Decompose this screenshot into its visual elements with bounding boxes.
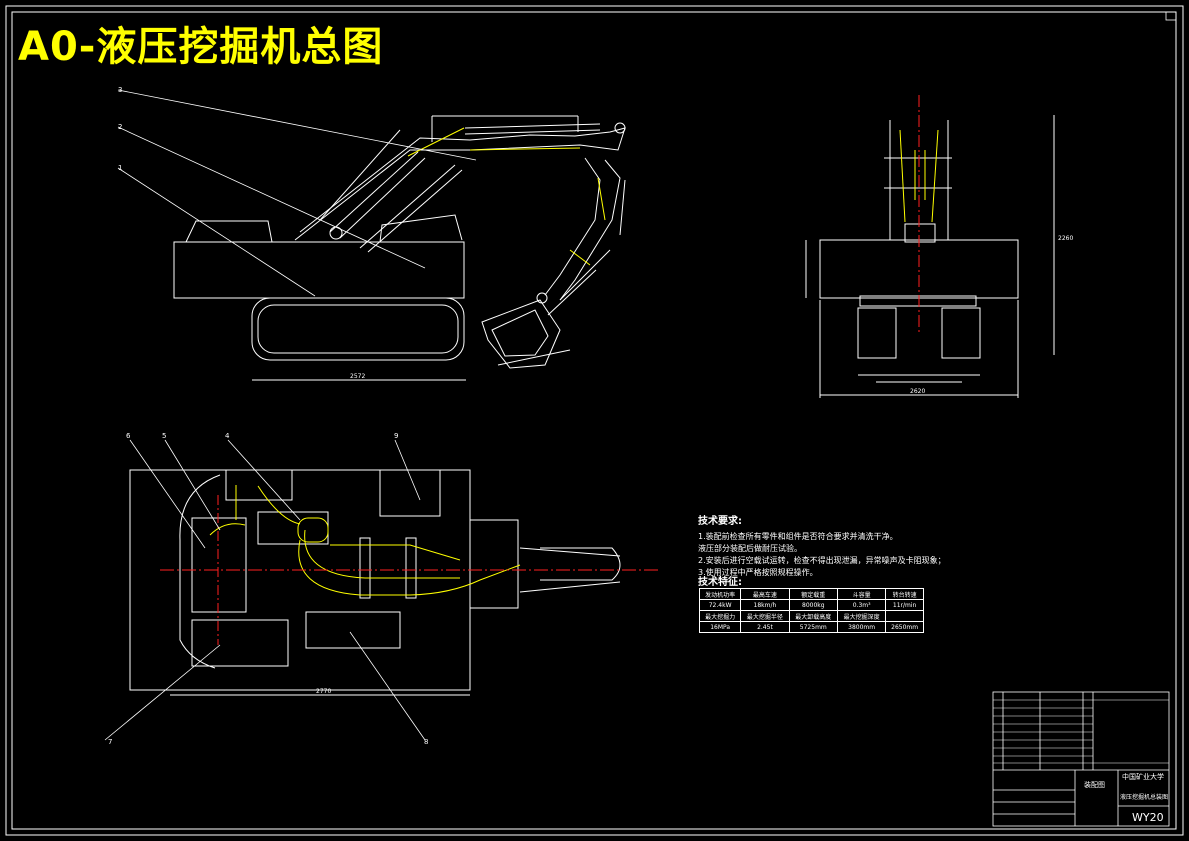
callout-label-5: 5 <box>162 432 166 440</box>
title-block-code: WY20 <box>1132 811 1164 824</box>
table-cell: 最高车速 <box>740 588 790 600</box>
table-cell: 0.3m³ <box>836 599 887 611</box>
callout-label-2: 2 <box>118 123 122 131</box>
requirement-line: 2.安装后进行空载试运转，检查不得出现泄漏，异常噪声及卡阻现象； <box>698 556 946 565</box>
plan-view-hydraulics <box>209 485 521 596</box>
table-cell: 2650mm <box>885 621 924 633</box>
track-length-dimension: 2572 <box>350 373 365 380</box>
table-row: 72.4kW 18km/h 8000kg 0.3m³ 11r/min <box>698 599 924 611</box>
corner-tab <box>1165 11 1177 21</box>
table-cell: 2.45t <box>740 621 790 633</box>
requirement-line: 3.使用过程中严格按照规程操作。 <box>698 568 818 577</box>
table-cell <box>885 610 924 622</box>
callout-label-6: 6 <box>126 432 131 440</box>
side-view-hydraulics <box>407 127 606 266</box>
side-view-leaders <box>117 89 477 297</box>
technical-features: 技术特征: <box>698 573 742 592</box>
table-cell: 11r/min <box>885 599 924 611</box>
callout-label-8: 8 <box>424 738 428 746</box>
table-cell: 3800mm <box>836 621 887 633</box>
callout-label-4: 4 <box>225 432 230 440</box>
plan-width-dimension: 2770 <box>316 688 331 695</box>
table-cell: 最大挖掘半径 <box>740 610 790 622</box>
technical-requirements-heading: 技术要求: <box>698 516 742 527</box>
side-view <box>173 115 626 381</box>
outer-border <box>5 5 1184 836</box>
requirement-line: 1.装配前检查所有零件和组件是否符合要求并清洗干净。 <box>698 532 898 541</box>
title-block-school: 中国矿业大学 <box>1122 773 1164 781</box>
title-block-rows <box>993 699 1169 764</box>
table-cell: 斗容量 <box>836 588 887 600</box>
table-cell: 最大挖掘力 <box>698 610 742 622</box>
table-cell: 最大卸载高度 <box>788 610 838 622</box>
technical-features-heading: 技术特征: <box>698 577 742 588</box>
table-cell: 最大挖掘深度 <box>836 610 887 622</box>
title-block-drawing-name: 装配图 <box>1084 781 1105 789</box>
title-block-part-name: 液压挖掘机总装图 <box>1120 794 1169 801</box>
plan-view <box>129 469 621 696</box>
front-height-dimension: 2260 <box>1058 235 1073 242</box>
inner-border <box>11 11 1177 830</box>
table-cell: 额定载重 <box>788 588 838 600</box>
front-view-hydraulics <box>899 129 939 223</box>
table-cell: 8000kg <box>788 599 838 611</box>
front-view <box>805 115 1055 398</box>
drawing-title: A0-液压挖掘机总图 <box>18 24 384 70</box>
table-cell: 16MPa <box>698 621 742 633</box>
table-cell: 转台转速 <box>885 588 924 600</box>
requirement-line: 液压部分装配后做耐压试验。 <box>698 544 802 553</box>
title-block <box>992 691 1170 827</box>
table-row: 16MPa 2.45t 5725mm 3800mm 2650mm <box>698 621 924 633</box>
table-cell: 5725mm <box>788 621 838 633</box>
callout-label-9: 9 <box>394 432 398 440</box>
table-cell: 72.4kW <box>698 599 742 611</box>
callout-label-7: 7 <box>108 738 112 746</box>
front-width-dimension: 2620 <box>910 388 925 395</box>
table-row: 最大挖掘力 最大挖掘半径 最大卸载高度 最大挖掘深度 <box>698 610 924 622</box>
table-row: 发动机功率 最高车速 额定载重 斗容量 转台转速 <box>698 588 924 600</box>
technical-features-table: 发动机功率 最高车速 额定载重 斗容量 转台转速 72.4kW 18km/h 8… <box>698 588 924 633</box>
table-cell: 发动机功率 <box>698 588 742 600</box>
technical-requirements: 技术要求: 1.装配前检查所有零件和组件是否符合要求并清洗干净。 液压部分装配后… <box>698 512 946 579</box>
callout-label-1: 1 <box>118 164 122 172</box>
plan-view-leaders <box>104 439 426 741</box>
callout-label-3: 3 <box>118 86 122 94</box>
table-cell: 18km/h <box>740 599 790 611</box>
